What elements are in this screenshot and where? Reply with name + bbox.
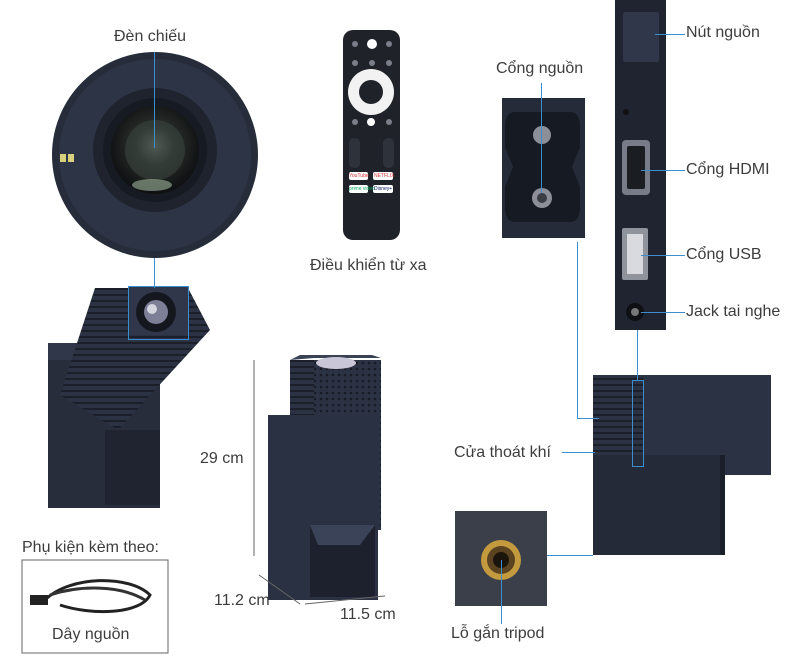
power-button-label: Nút nguồn — [686, 24, 760, 41]
depth-dimension-line — [258, 574, 301, 605]
power-port-label: Cổng nguồn — [496, 60, 584, 77]
remote-label: Điều khiển từ xa — [310, 257, 427, 274]
side-panel-closeup — [615, 0, 666, 330]
usb-port-label: Cổng USB — [686, 246, 762, 263]
projector-side-view — [593, 375, 771, 555]
hdmi-port-label: Cổng HDMI — [686, 161, 770, 178]
projector-top-view — [52, 52, 258, 258]
power-cord-image — [30, 579, 152, 613]
headphone-jack-label: Jack tai nghe — [686, 303, 781, 320]
disney-button-label: Disney+ — [374, 186, 393, 192]
projector-tilted-view — [48, 287, 210, 508]
tripod-hole-label: Lỗ gắn tripod — [451, 625, 545, 642]
power-cord-label: Dây nguồn — [52, 626, 130, 643]
accessories-box — [21, 559, 169, 654]
power-port-closeup — [502, 98, 585, 238]
height-dimension: 29 cm — [200, 450, 244, 467]
depth-dimension: 11.2 cm — [214, 592, 270, 609]
netflix-button-label: NETFLIX — [374, 173, 395, 179]
vent-label: Cửa thoát khí — [454, 444, 551, 461]
projector-front-view — [268, 355, 381, 600]
remote-control — [343, 30, 400, 240]
youtube-button-label: YouTube — [349, 173, 369, 179]
width-dimension-line — [304, 595, 386, 605]
prime-button-label: prime video — [349, 186, 375, 192]
projector-lens-label: Đèn chiếu — [114, 28, 187, 45]
accessories-title: Phụ kiện kèm theo: — [22, 539, 159, 556]
width-dimension: 11.5 cm — [340, 606, 396, 623]
